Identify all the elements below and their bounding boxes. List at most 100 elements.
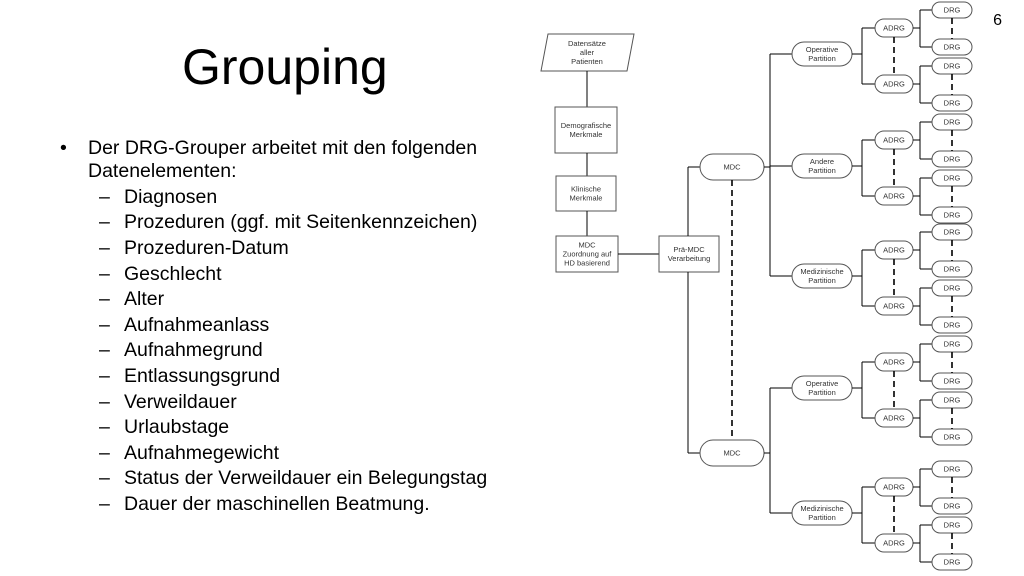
demografische-merkmale-box-label: Merkmale (570, 130, 603, 139)
klinische-merkmale-box (555, 175, 617, 212)
sub-bullet-item: –Prozeduren-Datum (60, 236, 530, 262)
partition-node-label: Partition (808, 388, 836, 397)
slide-number: 6 (993, 12, 1002, 29)
klinische-merkmale-box-label: Merkmale (570, 194, 603, 203)
dash-icon: – (99, 441, 110, 464)
sub-bullet-text: Dauer der maschinellen Beatmung. (124, 492, 430, 515)
sub-bullet-item: –Geschlecht (60, 262, 530, 288)
sub-bullet-list: –Diagnosen–Prozeduren (ggf. mit Seitenke… (60, 185, 530, 518)
drg-node-label: DRG (944, 265, 961, 274)
drg-node-label: DRG (944, 377, 961, 386)
drg-node-label: DRG (944, 465, 961, 474)
drg-node-label: DRG (944, 284, 961, 293)
sub-bullet-item: –Prozeduren (ggf. mit Seitenkennzeichen) (60, 210, 530, 236)
datensaetze-label: Patienten (571, 57, 603, 66)
partition-node-label: Operative (806, 379, 839, 388)
sub-bullet-text: Prozeduren-Datum (124, 236, 289, 259)
mdc-node-label: MDC (723, 163, 741, 172)
datensaetze-label: Datensätze (568, 39, 606, 48)
slide-title: Grouping (182, 39, 388, 95)
adrg-node-label: ADRG (883, 358, 905, 367)
drg-node-label: DRG (944, 211, 961, 220)
mdc-zuordnung-box (555, 235, 619, 273)
sub-bullet-item: –Diagnosen (60, 185, 530, 211)
sub-bullet-item: –Alter (60, 287, 530, 313)
partition-node-label: Operative (806, 45, 839, 54)
mdc-node-label: MDC (723, 449, 741, 458)
sub-bullet-text: Aufnahmegewicht (124, 441, 280, 464)
dash-icon: – (99, 390, 110, 413)
dash-icon: – (99, 339, 110, 362)
sub-bullet-text: Prozeduren (ggf. mit Seitenkennzeichen) (124, 211, 478, 234)
partition-node-label: Partition (808, 513, 836, 522)
adrg-node-label: ADRG (883, 80, 905, 89)
sub-bullet-item: –Aufnahmegewicht (60, 441, 530, 467)
drg-node-label: DRG (944, 62, 961, 71)
adrg-node-label: ADRG (883, 246, 905, 255)
dash-icon: – (99, 364, 110, 387)
drg-node-label: DRG (944, 174, 961, 183)
drg-node-label: DRG (944, 321, 961, 330)
sub-bullet-item: –Entlassungsgrund (60, 364, 530, 390)
drg-node-label: DRG (944, 99, 961, 108)
adrg-node-label: ADRG (883, 192, 905, 201)
bullet-icon: • (60, 137, 67, 159)
datensaetze-label: aller (580, 48, 595, 57)
adrg-node-label: ADRG (883, 483, 905, 492)
sub-bullet-text: Alter (124, 288, 165, 311)
drg-node-label: DRG (944, 43, 961, 52)
adrg-node-label: ADRG (883, 539, 905, 548)
mdc-zuordnung-box-label: MDC (578, 241, 596, 250)
dash-icon: – (99, 236, 110, 259)
partition-node-label: Partition (808, 166, 836, 175)
partition-node-label: Andere (810, 157, 834, 166)
adrg-node-label: ADRG (883, 414, 905, 423)
drg-node-label: DRG (944, 433, 961, 442)
partition-node-label: Partition (808, 276, 836, 285)
dash-icon: – (99, 416, 110, 439)
drg-node-label: DRG (944, 396, 961, 405)
dash-icon: – (99, 262, 110, 285)
klinische-merkmale-box-label: Klinische (571, 185, 601, 194)
drg-node-label: DRG (944, 155, 961, 164)
main-bullet-text: Der DRG-Grouper arbeitet mit den folgend… (88, 137, 478, 183)
partition-node-label: Medizinische (800, 504, 843, 513)
prae-mdc-box (658, 235, 720, 273)
sub-bullet-item: –Aufnahmegrund (60, 338, 530, 364)
sub-bullet-text: Aufnahmegrund (124, 339, 263, 362)
mdc-zuordnung-box-label: Zuordnung auf (563, 250, 613, 259)
partition-node-label: Partition (808, 54, 836, 63)
demografische-merkmale-box (554, 106, 618, 154)
dash-icon: – (99, 492, 110, 515)
datensaetze-shape (540, 33, 635, 72)
dash-icon: – (99, 288, 110, 311)
adrg-node-label: ADRG (883, 24, 905, 33)
dash-icon: – (99, 185, 110, 208)
sub-bullet-text: Urlaubstage (124, 416, 230, 439)
sub-bullet-text: Geschlecht (124, 262, 222, 285)
drg-node-label: DRG (944, 228, 961, 237)
drg-node-label: DRG (944, 118, 961, 127)
sub-bullet-item: –Dauer der maschinellen Beatmung. (60, 492, 530, 518)
dash-icon: – (99, 211, 110, 234)
demografische-merkmale-box-label: Demografische (561, 121, 611, 130)
sub-bullet-item: –Urlaubstage (60, 415, 530, 441)
drg-node-label: DRG (944, 558, 961, 567)
sub-bullet-text: Entlassungsgrund (124, 364, 281, 387)
drg-node-label: DRG (944, 502, 961, 511)
adrg-node-label: ADRG (883, 136, 905, 145)
drg-node-label: DRG (944, 340, 961, 349)
prae-mdc-box-label: Prä-MDC (673, 245, 705, 254)
drg-node-label: DRG (944, 6, 961, 15)
sub-bullet-text: Status der Verweildauer ein Belegungstag (124, 467, 488, 490)
drg-node-label: DRG (944, 521, 961, 530)
adrg-node-label: ADRG (883, 302, 905, 311)
mdc-zuordnung-box-label: HD basierend (564, 259, 610, 268)
sub-bullet-item: –Verweildauer (60, 390, 530, 416)
main-bullet: • Der DRG-Grouper arbeitet mit den folge… (60, 137, 530, 184)
partition-node-label: Medizinische (800, 267, 843, 276)
sub-bullet-item: –Status der Verweildauer ein Belegungsta… (60, 466, 530, 492)
sub-bullet-item: –Aufnahmeanlass (60, 313, 530, 339)
sub-bullet-text: Aufnahmeanlass (124, 313, 270, 336)
